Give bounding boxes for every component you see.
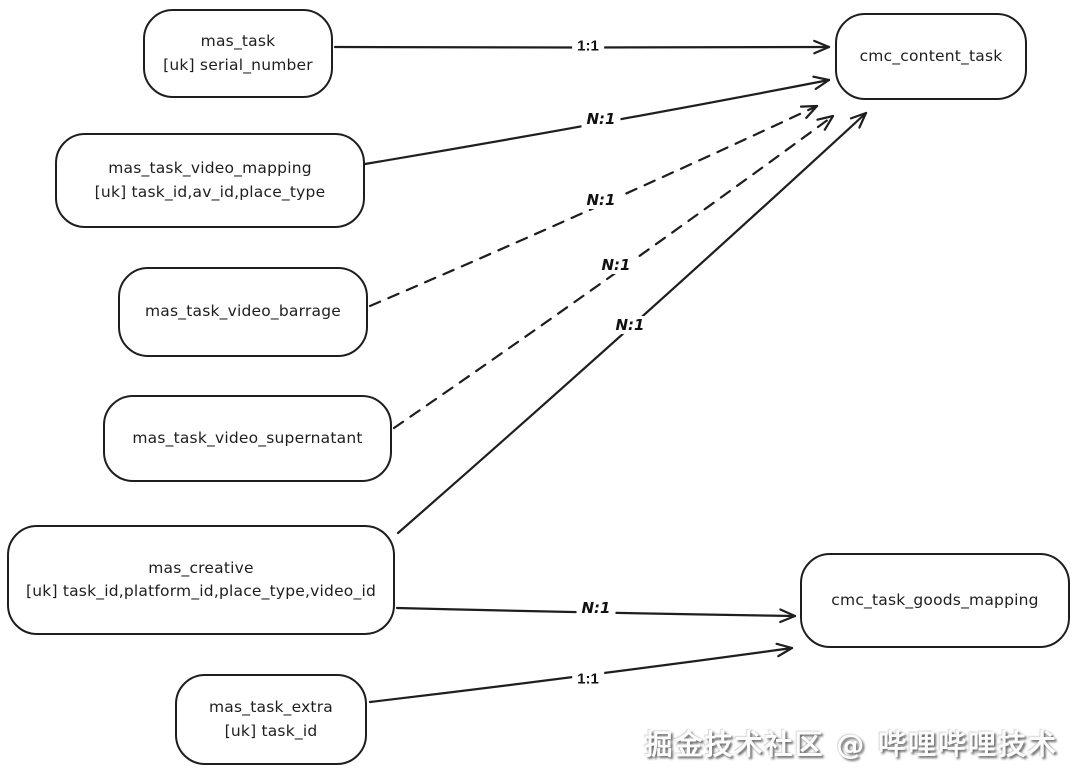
node-label: mas_creative bbox=[148, 558, 254, 577]
arrowhead-icon bbox=[813, 39, 831, 49]
node-label: cmc_content_task bbox=[859, 46, 1003, 65]
arrowhead-icon bbox=[823, 114, 835, 131]
node-mas_task_extra[interactable]: mas_task_extra [uk] task_id bbox=[175, 674, 367, 765]
node-label: mas_task_video_mapping bbox=[108, 159, 312, 178]
arrowhead-icon bbox=[816, 114, 835, 121]
arrowhead-icon bbox=[775, 642, 794, 650]
edge-label[interactable]: N:1 bbox=[596, 256, 636, 274]
edge-label[interactable]: N:1 bbox=[581, 110, 621, 128]
edge-label[interactable]: N:1 bbox=[610, 316, 650, 334]
arrowhead-icon bbox=[814, 78, 831, 91]
node-mas_task_video_mapping[interactable]: mas_task_video_mapping [uk] task_id,av_id… bbox=[55, 133, 365, 228]
node-label: mas_task_video_barrage bbox=[145, 302, 341, 321]
node-label: [uk] serial_number bbox=[163, 55, 313, 74]
arrowhead-icon bbox=[813, 45, 831, 55]
edge-label[interactable]: 1:1 bbox=[572, 670, 604, 688]
node-label: [uk] task_id bbox=[224, 721, 318, 740]
node-cmc_task_goods_mapping[interactable]: cmc_task_goods_mapping bbox=[800, 553, 1070, 648]
node-label: [uk] task_id,av_id,place_type bbox=[94, 182, 326, 201]
edge-label[interactable]: 1:1 bbox=[572, 37, 604, 55]
arrowhead-icon bbox=[812, 75, 831, 82]
edge-label[interactable]: N:1 bbox=[576, 599, 616, 617]
node-label: mas_task bbox=[200, 32, 276, 51]
node-label: [uk] task_id,platform_id,place_type,vide… bbox=[26, 582, 376, 600]
arrowhead-icon bbox=[858, 111, 868, 129]
arrowhead-icon bbox=[779, 614, 797, 624]
edge-label[interactable]: N:1 bbox=[581, 191, 621, 209]
node-cmc_content_task[interactable]: cmc_content_task bbox=[835, 13, 1027, 100]
arrowhead-icon bbox=[805, 104, 819, 119]
watermark: 掘金技术社区 @ 哔哩哔哩技术 bbox=[644, 728, 1058, 761]
node-mas_task_video_barrage[interactable]: mas_task_video_barrage bbox=[118, 267, 368, 357]
node-mas_task[interactable]: mas_task [uk] serial_number bbox=[143, 9, 333, 98]
node-mas_task_video_supernatant[interactable]: mas_task_video_supernatant bbox=[103, 395, 392, 482]
arrowhead-icon bbox=[779, 608, 797, 618]
node-label: cmc_task_goods_mapping bbox=[831, 590, 1039, 609]
node-label: mas_task_video_supernatant bbox=[132, 428, 363, 447]
arrowhead-icon bbox=[849, 111, 868, 120]
node-label: mas_task_extra bbox=[209, 698, 333, 717]
node-mas_creative[interactable]: mas_creative [uk] task_id,platform_id,pla… bbox=[7, 525, 395, 635]
arrowhead-icon bbox=[777, 646, 794, 658]
arrowhead-icon bbox=[799, 104, 819, 108]
